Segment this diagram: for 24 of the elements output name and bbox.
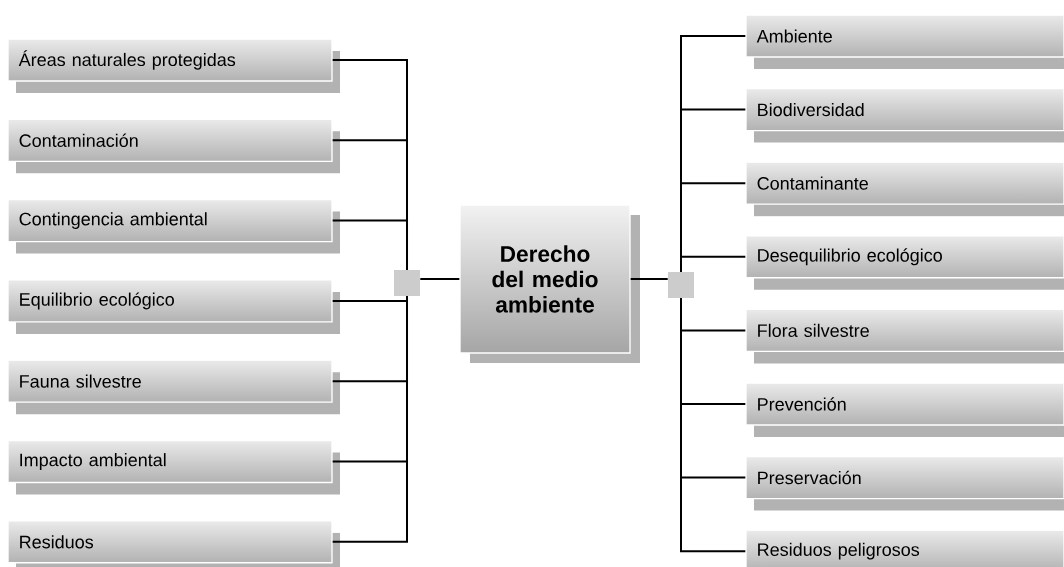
term-box: Preservación — [745, 455, 1064, 500]
junction-square — [668, 272, 694, 298]
topic-box: Derecho del medio ambiente — [459, 204, 631, 354]
connector-line — [331, 219, 408, 271]
connector-line — [419, 278, 461, 280]
term-box: Biodiversidad — [745, 87, 1064, 132]
connector-line — [331, 295, 408, 543]
term-box: Contaminante — [745, 161, 1064, 205]
term-box: Prevención — [745, 382, 1064, 426]
connector-line — [629, 278, 669, 280]
term-box: Contaminación — [7, 118, 333, 162]
junction-square — [394, 270, 420, 296]
term-box: Flora silvestre — [745, 308, 1064, 353]
term-box: Impacto ambiental — [7, 439, 333, 484]
term-box: Áreas naturales protegidas — [7, 38, 333, 82]
term-box: Residuos — [7, 520, 333, 564]
connector-line — [680, 297, 747, 553]
term-box: Fauna silvestre — [7, 359, 333, 403]
connector-line — [680, 255, 747, 273]
term-box: Equilibrio ecológico — [7, 279, 333, 323]
term-box: Ambiente — [745, 14, 1064, 58]
term-box: Contingencia ambiental — [7, 198, 333, 243]
term-box: Residuos peligrosos — [745, 529, 1064, 567]
term-box: Desequilibrio ecológico — [745, 235, 1064, 279]
